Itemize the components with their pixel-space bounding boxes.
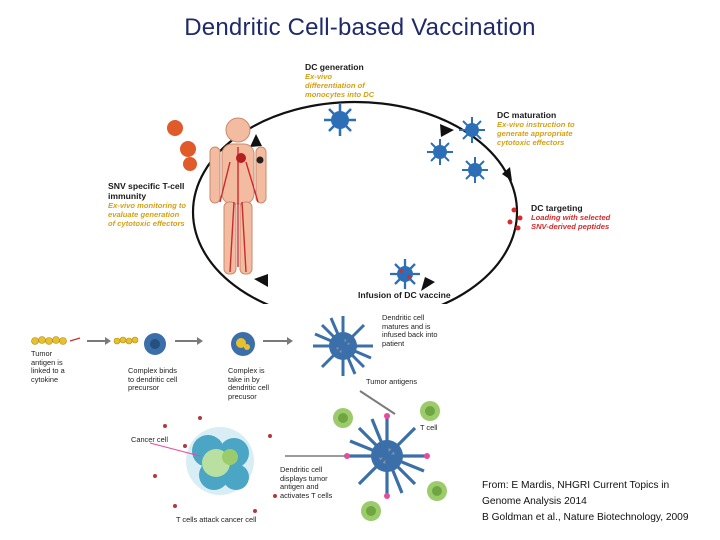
t-cell xyxy=(427,481,447,501)
cycle-loop xyxy=(191,100,519,304)
red-cell xyxy=(167,120,183,136)
dc-precursor xyxy=(144,333,166,355)
red-cell xyxy=(180,141,196,157)
t-cell-label: T cell xyxy=(420,423,438,432)
arrow-head-infusion xyxy=(421,277,435,291)
dc-generation-label: DC generation Ex-vivo differentiation of… xyxy=(305,62,375,99)
arrow-head-snv xyxy=(254,274,268,287)
cancer-cell-pointer xyxy=(149,442,201,457)
dc-maturation-label: DC maturation Ex-vivo instruction to gen… xyxy=(497,110,575,147)
mature-dendritic-cell xyxy=(313,316,373,376)
antigen-presenting-dc xyxy=(344,413,430,499)
infusion-label: Infusion of DC vaccine xyxy=(358,290,451,300)
dendritic-cell-generation xyxy=(324,104,356,136)
red-dot-field xyxy=(153,416,277,513)
dc-precursor-with-complex xyxy=(231,332,255,356)
dendritic-cell-maturation xyxy=(459,117,485,143)
dc-cycle-diagram xyxy=(150,52,550,304)
step6-label: T cells attack cancer cell xyxy=(176,515,257,524)
antigen-chain-2 xyxy=(113,336,139,345)
peptide-dots xyxy=(507,207,523,231)
cancer-cell-label: Cancer cell xyxy=(131,435,168,444)
arrow-head-generation xyxy=(250,134,262,147)
page-title: Dendritic Cell-based Vaccination xyxy=(184,14,536,41)
dc-targeting-label: DC targeting Loading with selected SNV-d… xyxy=(531,203,611,231)
source-credit: From: E Mardis, NHGRI Current Topics in … xyxy=(482,480,689,523)
arrow-head-targeting xyxy=(502,167,512,181)
red-cell xyxy=(183,157,197,171)
dendritic-cell-maturation xyxy=(427,139,453,165)
t-cell xyxy=(420,401,440,421)
t-cell xyxy=(333,408,353,428)
cancer-cell-cluster xyxy=(186,427,254,495)
dendritic-cell-infusion xyxy=(390,259,420,289)
step-arrow xyxy=(359,390,396,415)
snv-immunity-label: SNV specific T-cell immunity Ex-vivo mon… xyxy=(108,181,187,228)
dendritic-cell-maturation xyxy=(462,157,488,183)
arrow-head-maturation xyxy=(440,124,454,137)
human-body-figure xyxy=(209,117,267,275)
process-diagram xyxy=(25,306,455,528)
tumor-antigens-label: Tumor antigens xyxy=(366,377,418,386)
t-cell xyxy=(361,501,381,521)
tumor-antigen-chain xyxy=(31,336,67,345)
